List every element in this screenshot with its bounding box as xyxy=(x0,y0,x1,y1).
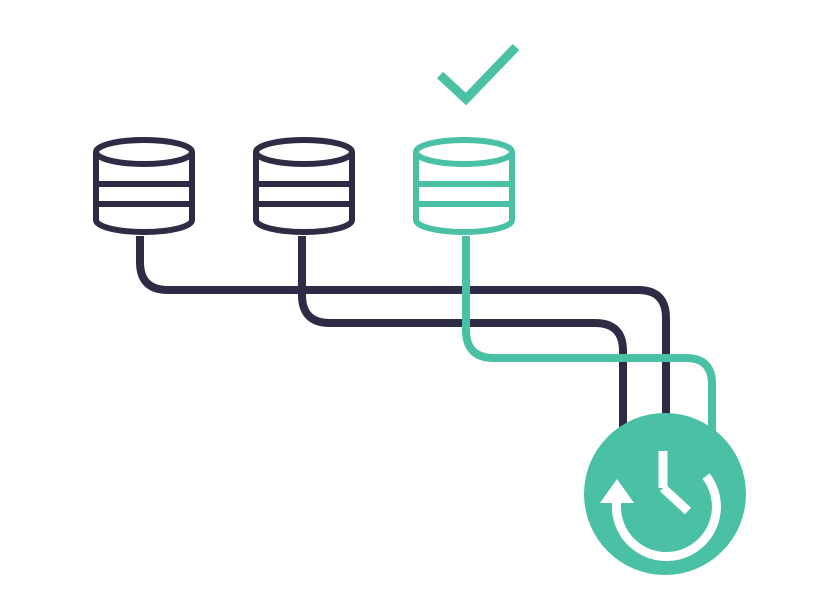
restore-arrow-icon xyxy=(600,473,721,562)
database-icon-1 xyxy=(93,137,195,235)
clock-hands-icon xyxy=(658,451,692,515)
database-icon-2 xyxy=(253,137,355,235)
database-icon-3-selected xyxy=(413,137,515,235)
connector-db-1 xyxy=(136,236,670,430)
connector-db-3 xyxy=(462,236,716,434)
checkmark-icon xyxy=(436,43,520,106)
restore-clock-icon xyxy=(584,413,746,575)
